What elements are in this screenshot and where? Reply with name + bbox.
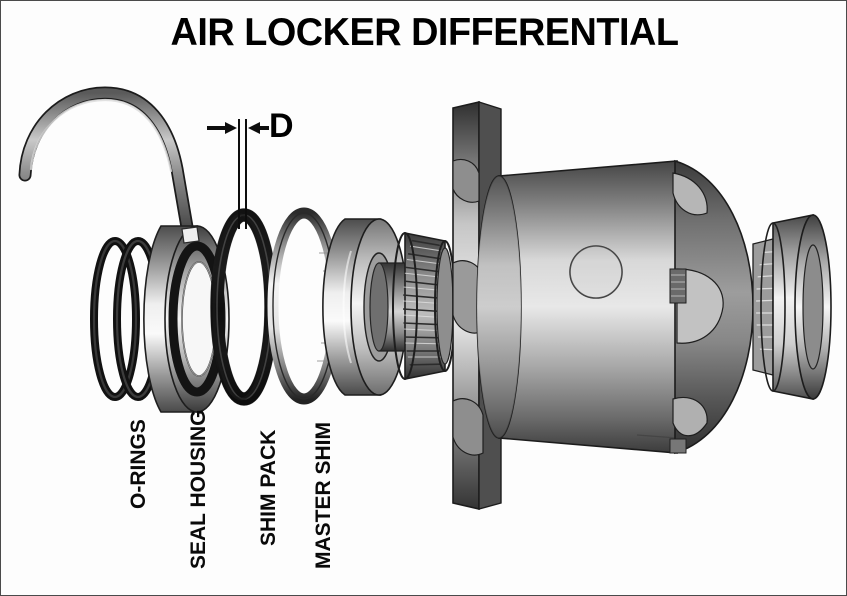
dimension-label-d: D (269, 107, 294, 145)
differential-case-dome (669, 159, 754, 455)
right-side-bearing (752, 214, 832, 400)
flange-bolt-holes (452, 158, 484, 456)
label-o-rings: O-RINGS (127, 419, 150, 509)
o-ring-outer (90, 237, 140, 401)
air-line-hose (18, 86, 194, 234)
label-master-shim: MASTER SHIM (312, 422, 335, 569)
seal-housing-part (143, 225, 230, 413)
page-title: AIR LOCKER DIFFERENTIAL (170, 11, 679, 54)
dome-window-openings (672, 172, 724, 437)
dome-threaded-bosses (669, 268, 687, 454)
label-seal-housing: SEAL HOUSING (187, 409, 210, 569)
label-shim-pack: SHIM PACK (257, 429, 280, 546)
differential-case-body (476, 160, 678, 454)
shim-pack-part (210, 208, 278, 406)
dimension-callout-d (207, 119, 269, 229)
tapered-roller-bearing (392, 232, 456, 380)
